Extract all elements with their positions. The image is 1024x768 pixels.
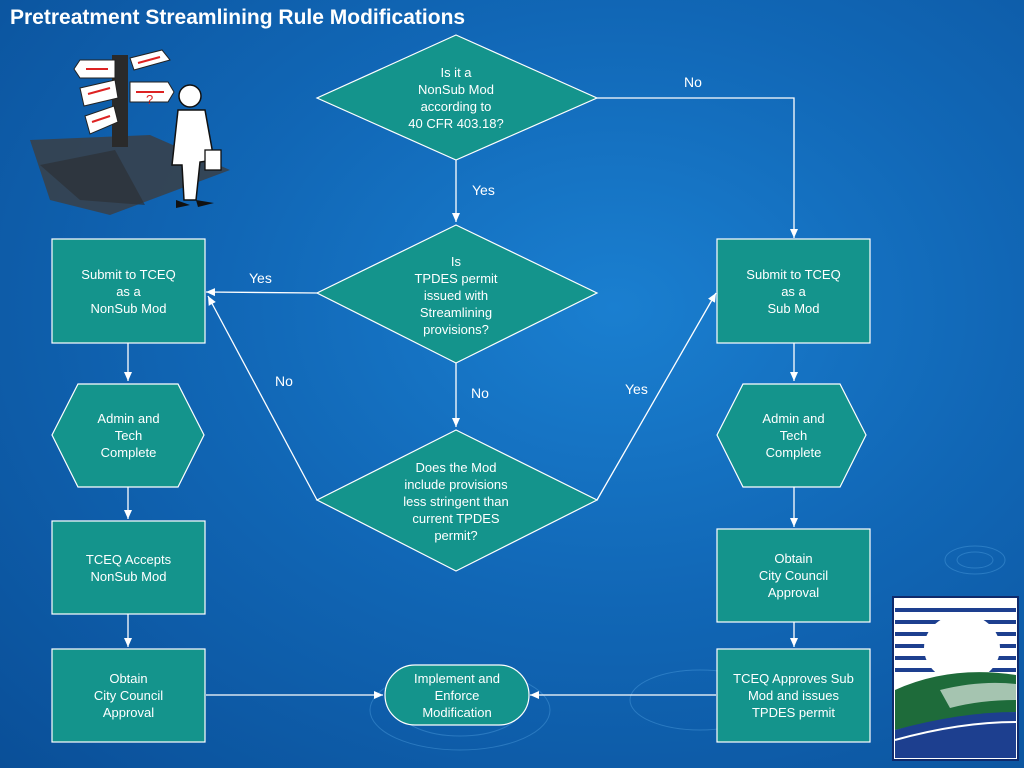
edge-label-q3-no: No [275, 373, 293, 389]
box-tceq-accepts-label: TCEQ Accepts NonSub Mod [85, 551, 172, 584]
hex-admin-left-label: Admin and Tech Complete [97, 411, 160, 460]
edge-label-q1-yes: Yes [472, 182, 495, 198]
page-title: Pretreatment Streamlining Rule Modificat… [10, 6, 466, 29]
decision-tpdes-streamlining-label: Is TPDES permit issued with Streamlining… [414, 253, 498, 337]
edge-q3-yes [596, 292, 717, 501]
hex-admin-right [716, 383, 867, 488]
edge-label-q2-no: No [471, 385, 489, 401]
edge-label-q2-yes: Yes [249, 270, 272, 286]
hex-admin-left [51, 383, 205, 488]
terminal-implement-label: Implement and Enforce Modification [414, 670, 500, 720]
box-submit-sub-label: Submit to TCEQ as a Sub Mod [746, 266, 841, 316]
edge-q1-no [597, 97, 798, 238]
hex-admin-right-label: Admin and Tech Complete [762, 411, 825, 460]
edge-label-q1-no: No [684, 74, 702, 90]
box-submit-nonsub [51, 238, 206, 344]
box-tceq-accepts [51, 520, 206, 615]
decision-nonsub-mod-label: Is it a NonSub Mod according to 40 CFR 4… [408, 65, 504, 131]
edge-q3-no [207, 295, 318, 501]
box-tceq-approves-label: TCEQ Approves Sub Mod and issues TPDES p… [733, 671, 854, 720]
agency-logo-icon [892, 596, 1019, 761]
box-council-left [51, 648, 206, 743]
decision-less-stringent [315, 429, 599, 572]
decision-tpdes-streamlining [315, 224, 599, 364]
box-council-right [716, 528, 871, 623]
decision-nonsub-mod [315, 34, 599, 161]
box-council-right-label: Obtain City Council Approval [758, 551, 829, 600]
svg-text:?: ? [146, 92, 153, 107]
edge-label-q3-yes: Yes [625, 381, 648, 397]
box-submit-nonsub-label: Submit to TCEQ as a NonSub Mod [81, 266, 176, 316]
edge-q2-yes [205, 288, 318, 297]
terminal-implement [384, 664, 530, 726]
decision-less-stringent-label: Does the Mod include provisions less str… [403, 459, 509, 543]
box-council-left-label: Obtain City Council Approval [93, 671, 164, 720]
signpost-clipart-icon: ? [30, 49, 230, 215]
box-submit-sub [716, 238, 871, 344]
box-tceq-approves [716, 648, 871, 743]
